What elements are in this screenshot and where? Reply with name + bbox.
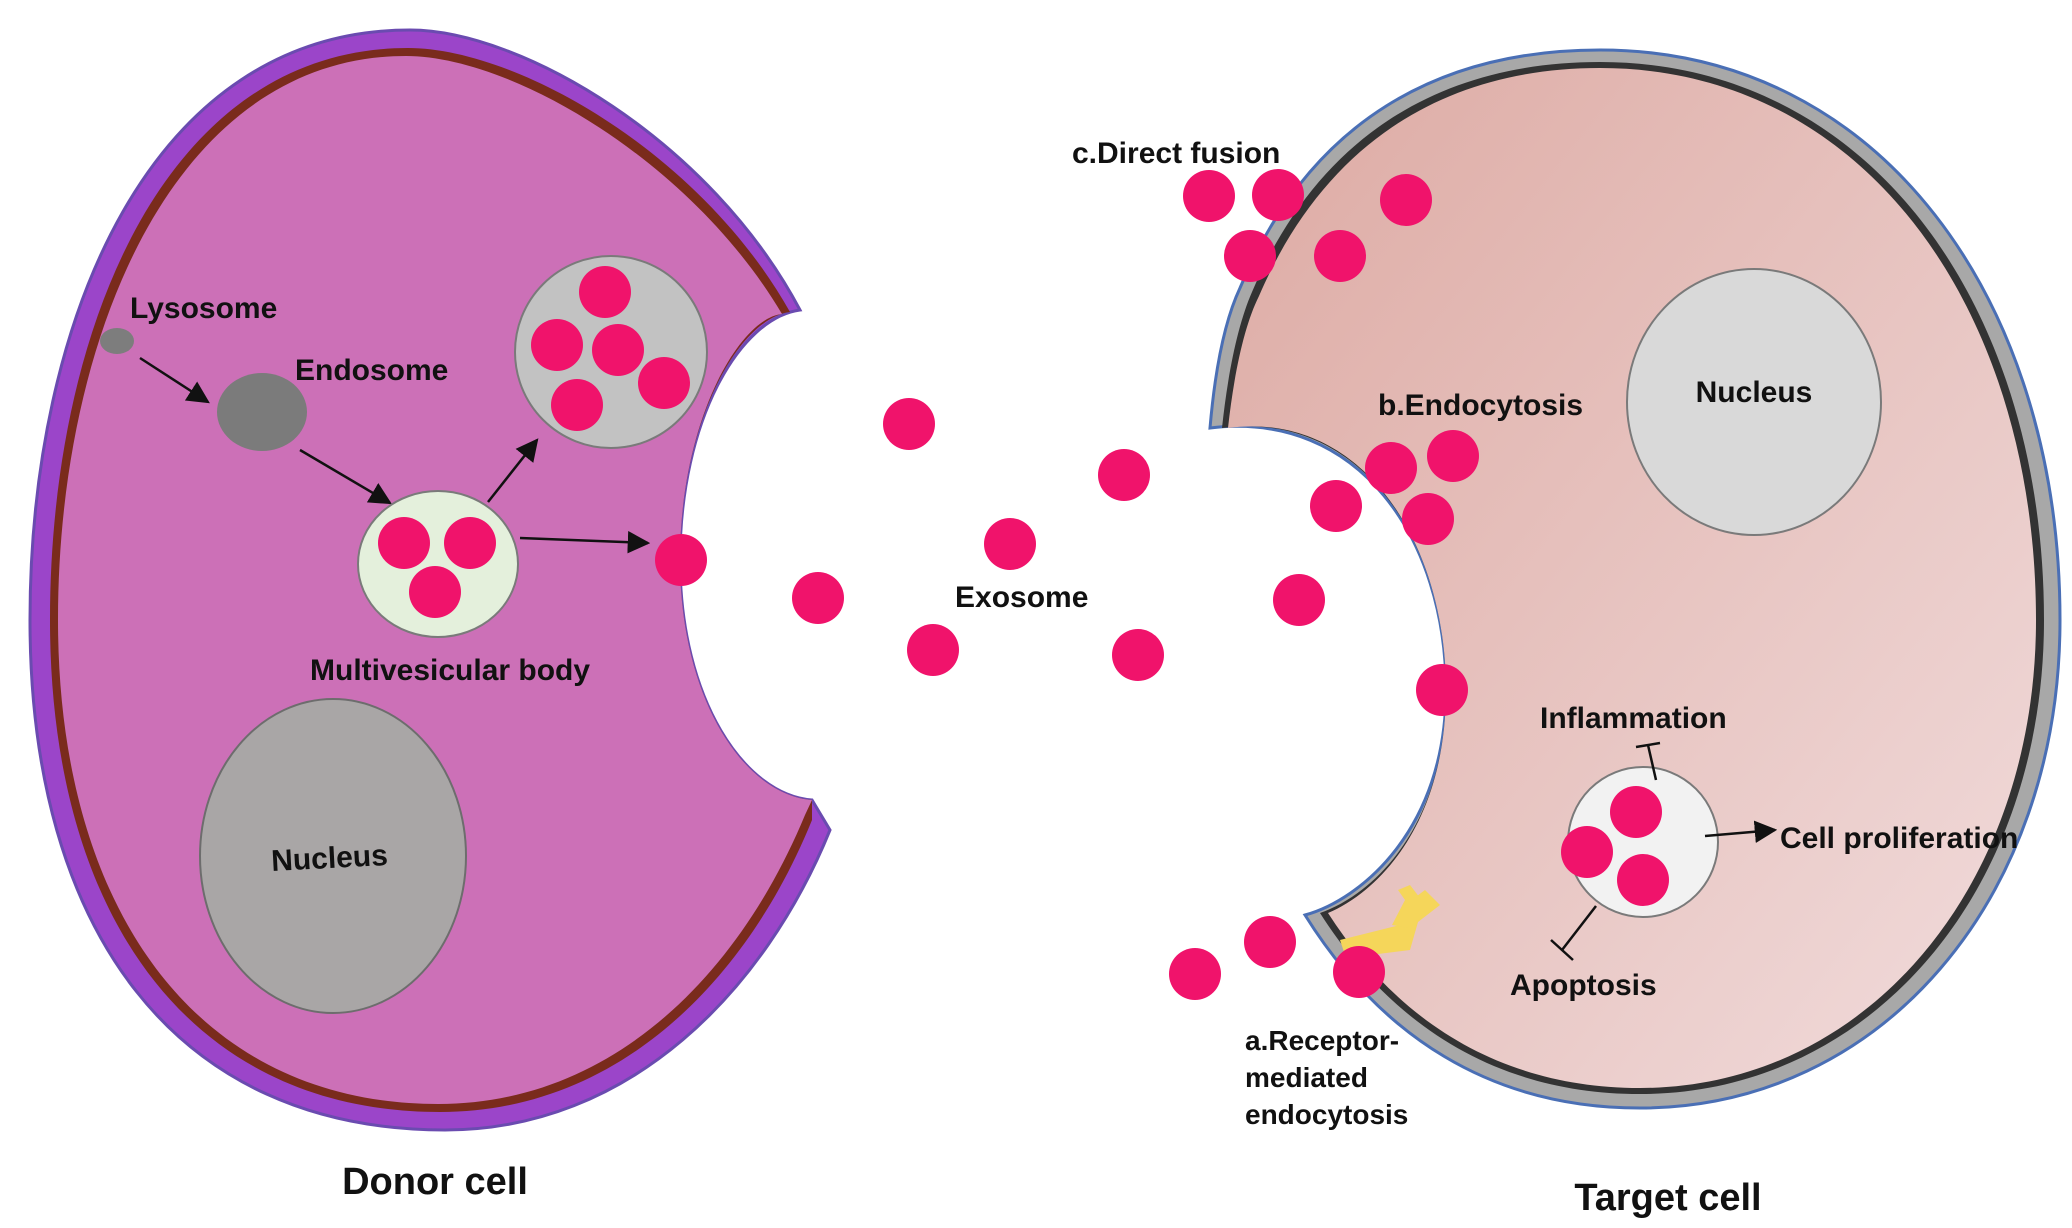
arrow-mvb-to-lysosomal-vesicle bbox=[487, 438, 539, 503]
exosome bbox=[1380, 174, 1432, 226]
target-nucleus bbox=[1626, 268, 1882, 536]
exosome bbox=[1427, 430, 1479, 482]
receptor-label-line3: endocytosis bbox=[1245, 1099, 1408, 1130]
target-cell-title: Target cell bbox=[1574, 1177, 1761, 1219]
inhibition-bar-inflammation bbox=[1635, 741, 1661, 749]
arrow-endosome-to-mvb bbox=[299, 448, 392, 505]
multivesicular-body-label: Multivesicular body bbox=[310, 654, 590, 687]
exosome bbox=[409, 566, 461, 618]
donor-nucleus bbox=[199, 698, 467, 1014]
exosome bbox=[531, 319, 583, 371]
exosome bbox=[1112, 629, 1164, 681]
free-exosomes bbox=[655, 169, 1479, 1000]
lysosome bbox=[100, 328, 134, 354]
inflammation-label: Inflammation bbox=[1540, 702, 1727, 735]
inhibition-line-inflammation bbox=[1646, 744, 1658, 781]
receptor-arm bbox=[1392, 885, 1420, 928]
exosome bbox=[1310, 480, 1362, 532]
exosome bbox=[1098, 449, 1150, 501]
apoptosis-label: Apoptosis bbox=[1510, 969, 1657, 1002]
inhibition-bar-apoptosis bbox=[1550, 939, 1574, 961]
exosome bbox=[1252, 169, 1304, 221]
exosome bbox=[551, 379, 603, 431]
target-nucleus-label: Nucleus bbox=[1696, 376, 1813, 409]
exosome bbox=[592, 324, 644, 376]
exosome bbox=[883, 398, 935, 450]
exosome bbox=[1416, 664, 1468, 716]
arrow-to-cell-proliferation bbox=[1704, 820, 1778, 843]
receptor-label-line1: a.Receptor- bbox=[1245, 1025, 1399, 1056]
exosome bbox=[1610, 786, 1662, 838]
exosome bbox=[1561, 826, 1613, 878]
arrow-mvb-to-membrane bbox=[519, 530, 651, 554]
lysosome-label: Lysosome bbox=[130, 292, 277, 325]
endocytosis-label: b.Endocytosis bbox=[1378, 389, 1583, 422]
donor-cell: Nucleus Lysosome Endosome Multivesicular… bbox=[28, 28, 832, 1132]
exosome bbox=[1365, 442, 1417, 494]
exosome bbox=[792, 572, 844, 624]
exosome bbox=[378, 517, 430, 569]
cell-proliferation-label: Cell proliferation bbox=[1780, 822, 2018, 855]
exosome bbox=[1402, 493, 1454, 545]
exosome bbox=[579, 266, 631, 318]
exosome bbox=[638, 357, 690, 409]
direct-fusion-label: c.Direct fusion bbox=[1072, 137, 1280, 170]
exosome-label: Exosome bbox=[955, 581, 1088, 614]
exosome bbox=[1617, 854, 1669, 906]
exosome bbox=[1273, 574, 1325, 626]
exosome bbox=[1224, 230, 1276, 282]
exosome bbox=[1169, 948, 1221, 1000]
target-cell: Nucleus Inflammation Cell proliferation … bbox=[1208, 48, 2062, 1110]
inhibition-line-apoptosis bbox=[1561, 905, 1597, 951]
exosome bbox=[444, 517, 496, 569]
endosome bbox=[217, 373, 307, 451]
endosome-label: Endosome bbox=[295, 354, 448, 387]
exosome bbox=[1314, 230, 1366, 282]
arrow-lysosome-to-endosome bbox=[139, 356, 210, 404]
exosome bbox=[1333, 946, 1385, 998]
donor-nucleus-label: Nucleus bbox=[270, 839, 388, 878]
exosome bbox=[984, 518, 1036, 570]
exosome bbox=[1183, 170, 1235, 222]
exosome bbox=[907, 624, 959, 676]
exosome bbox=[1244, 916, 1296, 968]
exosome bbox=[655, 534, 707, 586]
donor-cell-title: Donor cell bbox=[342, 1161, 528, 1203]
receptor-label-line2: mediated bbox=[1245, 1062, 1368, 1093]
